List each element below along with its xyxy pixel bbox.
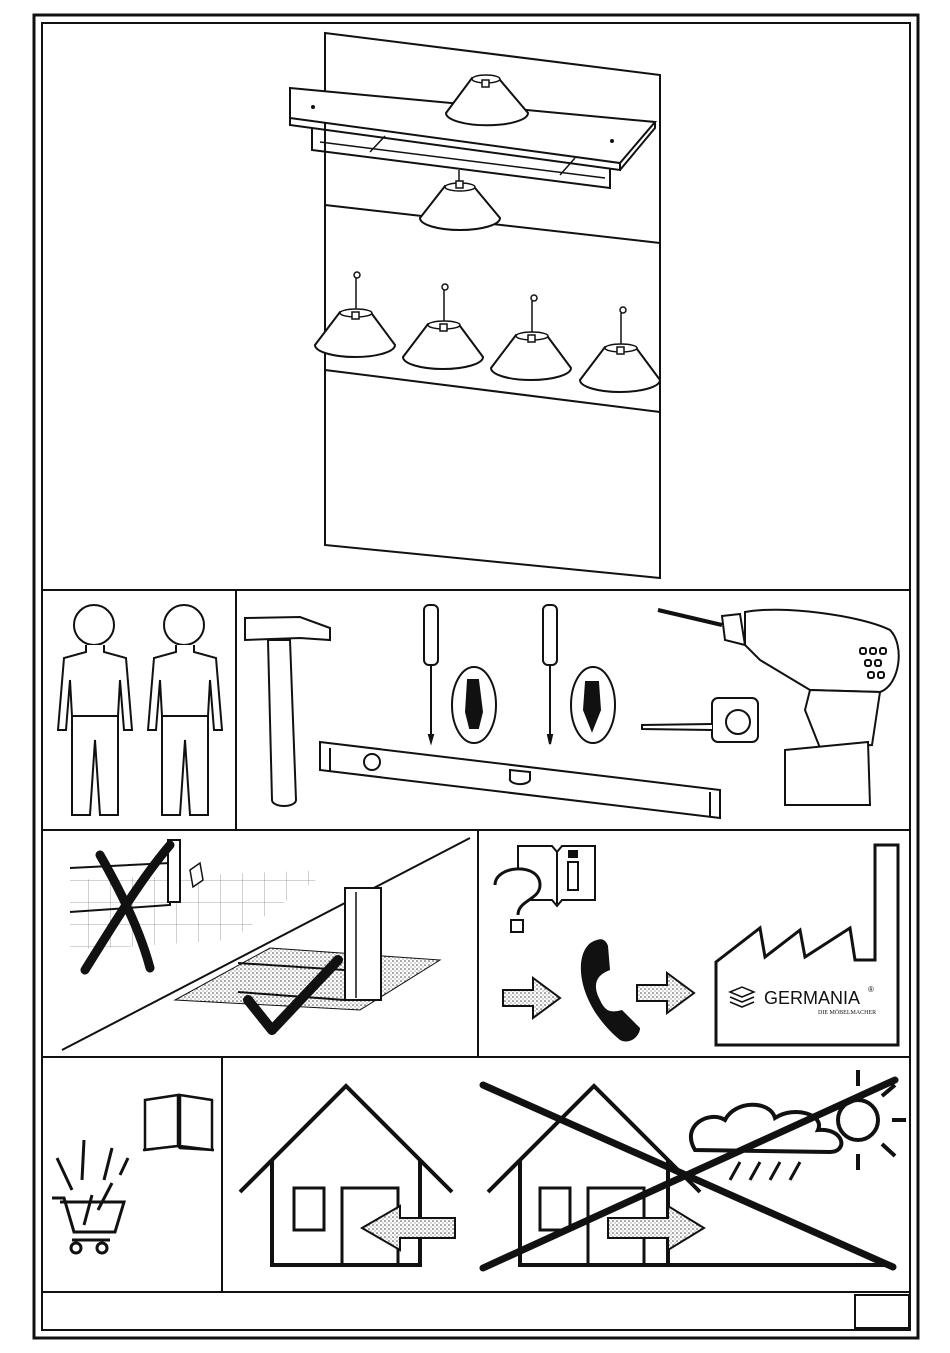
cordless-drill-icon <box>658 610 899 805</box>
person-icon <box>58 605 132 815</box>
tape-measure-icon <box>642 698 758 742</box>
page-number-box <box>855 1295 909 1328</box>
arrow-right-icon <box>503 978 560 1018</box>
phillips-screwdriver-icon <box>543 605 615 744</box>
hammer-icon <box>245 617 330 806</box>
phone-icon <box>581 939 640 1041</box>
brand-tagline: DIE MÖBELMACHER <box>818 1009 876 1016</box>
prohibited-cross-icon <box>483 1080 895 1268</box>
brand-trademark: ® <box>868 985 874 994</box>
question-manual-icon <box>495 846 595 932</box>
two-people-icon <box>58 605 222 815</box>
indoor-use-house-icon <box>240 1086 455 1265</box>
brand-name: GERMANIA <box>764 988 860 1008</box>
slotted-screwdriver-icon <box>424 605 496 743</box>
open-book-icon <box>143 1095 214 1150</box>
spirit-level-icon <box>320 742 720 818</box>
factory-icon: GERMANIA ® DIE MÖBELMACHER <box>716 845 898 1045</box>
arrow-right-icon <box>637 973 694 1013</box>
product-illustration <box>290 33 660 578</box>
person-icon <box>148 605 222 815</box>
